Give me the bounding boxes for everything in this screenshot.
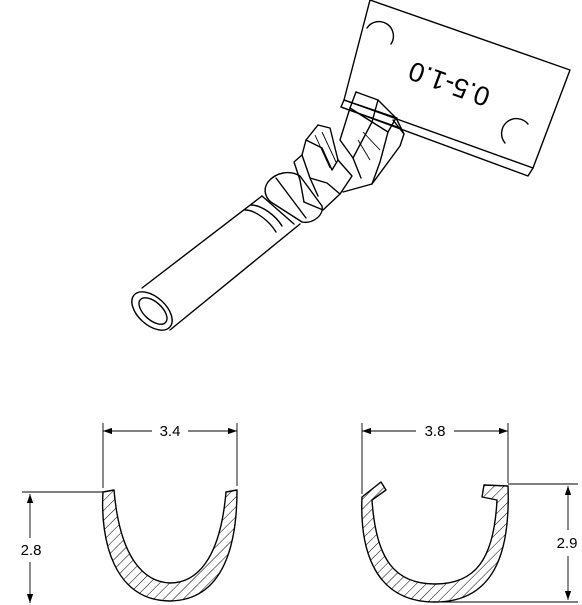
- crimp-section-left-shape: [101, 489, 238, 602]
- crimp-section-right-shape: [361, 481, 509, 603]
- crimp-section-right: 3.8 2.9: [361, 423, 578, 603]
- crimp-right-width-label: 3.8: [425, 423, 446, 440]
- crimp-right-height-label: 2.9: [557, 535, 578, 552]
- crimp-left-height-label: 2.8: [21, 542, 42, 559]
- crimp-wings: [293, 91, 405, 211]
- carrier-strip-tag: [340, 0, 571, 177]
- terminal-isometric-view: 0.5-1.0: [131, 0, 571, 331]
- crimp-section-left: 3.4 2.8: [21, 423, 238, 603]
- tag-marking-text: 0.5-1.0: [405, 55, 494, 112]
- terminal-barrel: [131, 195, 301, 331]
- barrel-collar: [261, 171, 323, 225]
- crimp-left-width-label: 3.4: [160, 423, 181, 440]
